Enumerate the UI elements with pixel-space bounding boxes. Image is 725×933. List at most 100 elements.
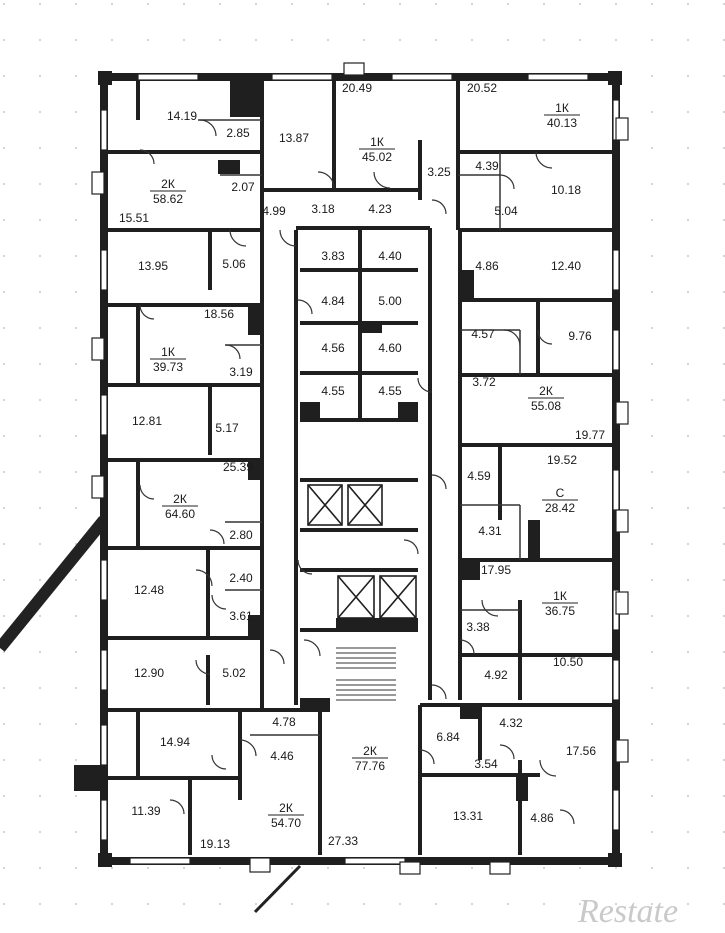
room-area: 13.87 [279, 131, 309, 145]
apartment-type: 1К [555, 101, 569, 115]
room-area: 5.17 [215, 421, 239, 435]
room-area: 5.00 [378, 294, 402, 308]
room-area: 17.95 [481, 563, 511, 577]
room-area: 2.07 [231, 180, 255, 194]
room-area: 2.80 [229, 528, 253, 542]
room-area: 4.60 [378, 341, 402, 355]
external-wall-line-left [0, 516, 109, 652]
apartment-type: 2К [363, 744, 377, 758]
room-area: 4.86 [530, 811, 554, 825]
room-area: 3.83 [321, 249, 345, 263]
room-area: 10.50 [553, 655, 583, 669]
apartment-area: 55.08 [531, 399, 561, 413]
room-area: 12.40 [551, 259, 581, 273]
room-area: 15.51 [119, 211, 149, 225]
apartment-type: С [556, 486, 565, 500]
room-area: 4.56 [321, 341, 345, 355]
apartment-type: 2К [279, 801, 293, 815]
apartment-area: 36.75 [545, 604, 575, 618]
apartment-type: 2К [173, 492, 187, 506]
apartment-type: 1К [370, 135, 384, 149]
room-area: 20.52 [467, 81, 497, 95]
room-area: 19.52 [547, 453, 577, 467]
thin-partitions [198, 119, 521, 736]
apartment-type: 1К [161, 345, 175, 359]
staircase [336, 647, 396, 701]
room-area: 17.56 [566, 744, 596, 758]
room-area: 4.40 [378, 249, 402, 263]
room-area: 4.99 [262, 204, 286, 218]
apartment-area: 28.42 [545, 501, 575, 515]
room-area: 14.94 [160, 735, 190, 749]
room-area: 4.84 [321, 294, 345, 308]
room-area: 13.95 [138, 259, 168, 273]
room-area: 3.72 [472, 375, 496, 389]
room-area: 12.90 [134, 666, 164, 680]
room-area: 3.38 [466, 620, 490, 634]
apartment-labels: 1К40.131К45.022К58.621К39.732К55.082К64.… [150, 101, 580, 830]
room-area: 4.32 [499, 716, 523, 730]
room-area: 25.39 [223, 460, 253, 474]
room-area: 12.81 [132, 414, 162, 428]
apartment-area: 40.13 [547, 116, 577, 130]
windows [91, 62, 629, 875]
room-area: 4.86 [475, 259, 499, 273]
room-area: 3.18 [311, 202, 335, 216]
room-area: 2.40 [229, 571, 253, 585]
door-swings [139, 119, 575, 825]
room-area: 11.39 [131, 804, 160, 818]
apartment-area: 58.62 [153, 192, 183, 206]
room-area: 4.55 [321, 384, 345, 398]
room-area: 9.76 [568, 329, 592, 343]
elevator-block [336, 618, 418, 630]
room-area: 4.39 [475, 159, 499, 173]
apartment-label: С28.42 [542, 486, 578, 515]
room-area: 4.31 [478, 524, 502, 538]
room-area: 18.56 [204, 307, 234, 321]
room-area: 4.59 [467, 469, 491, 483]
room-area: 19.13 [200, 837, 230, 851]
room-area: 20.49 [342, 81, 372, 95]
apartment-area: 54.70 [271, 816, 301, 830]
apartment-area: 77.76 [355, 759, 385, 773]
room-area: 27.33 [328, 834, 358, 848]
room-area: 4.23 [368, 202, 392, 216]
room-area: 4.55 [378, 384, 402, 398]
room-area: 5.02 [222, 666, 246, 680]
room-area: 4.92 [484, 668, 508, 682]
room-area: 19.77 [575, 428, 605, 442]
room-area: 3.61 [229, 609, 253, 623]
room-area: 13.31 [453, 809, 483, 823]
apartment-area: 64.60 [165, 507, 195, 521]
corner-pillars [74, 71, 622, 867]
room-area: 4.46 [270, 749, 294, 763]
room-area: 4.57 [471, 327, 495, 341]
room-area: 12.48 [134, 583, 164, 597]
structural-columns [218, 77, 540, 801]
building-outline [100, 73, 620, 865]
external-wall-line-bottom [253, 864, 302, 914]
watermark-logo: Restate [577, 893, 678, 930]
apartment-type: 2К [539, 384, 553, 398]
room-area: 3.25 [427, 165, 451, 179]
room-area: 10.18 [551, 183, 581, 197]
apartment-area: 39.73 [153, 360, 183, 374]
room-area: 4.78 [272, 715, 296, 729]
room-area: 5.06 [222, 257, 246, 271]
room-area: 3.54 [474, 757, 498, 771]
room-area: 3.19 [229, 365, 253, 379]
apartment-type: 2К [161, 177, 175, 191]
room-area: 2.85 [226, 126, 250, 140]
apartment-area: 45.02 [362, 150, 392, 164]
room-area: 14.19 [167, 109, 197, 123]
room-area: 5.04 [494, 204, 518, 218]
